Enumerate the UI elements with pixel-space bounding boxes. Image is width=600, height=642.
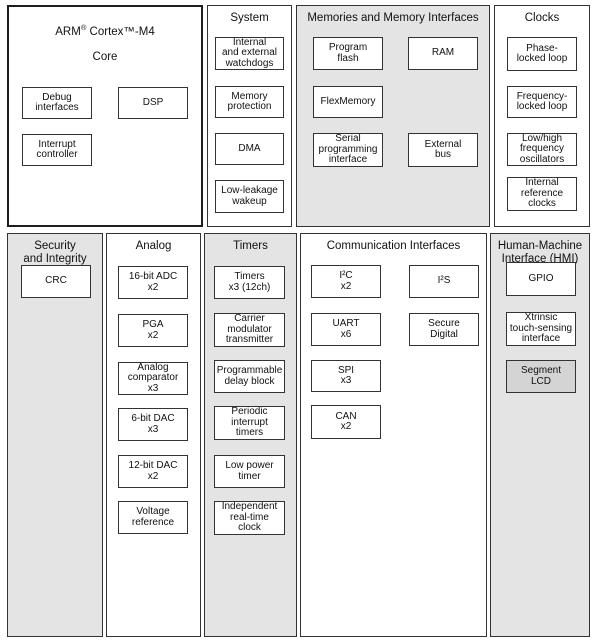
block-flexmemory: FlexMemory: [313, 86, 383, 118]
block-12bit-dac: 12-bit DAC x2: [118, 455, 188, 488]
panel-title-communication: Communication Interfaces: [326, 240, 461, 252]
panel-title-timers: Timers: [233, 240, 268, 252]
panel-clocks: Clocks Phase- locked loop Frequency- loc…: [494, 5, 590, 227]
arm-title-core-line: Core: [92, 50, 118, 63]
block-periodic-interrupt-timers: Periodic interrupt timers: [214, 406, 285, 440]
block-watchdogs: Internal and external watchdogs: [215, 37, 284, 70]
arm-title-prefix: ARM: [55, 25, 81, 38]
block-16bit-adc: 16-bit ADC x2: [118, 266, 188, 299]
panel-security: Security and Integrity CRC: [7, 233, 103, 637]
block-phase-locked-loop: Phase- locked loop: [507, 37, 577, 71]
block-low-leakage-wakeup: Low-leakage wakeup: [215, 180, 284, 213]
block-dma: DMA: [215, 133, 284, 165]
block-pga: PGA x2: [118, 314, 188, 347]
panel-hmi: Human-Machine Interface (HMI) GPIO Xtrin…: [490, 233, 590, 637]
panel-title-security: Security and Integrity: [23, 240, 87, 265]
block-low-power-timer: Low power timer: [214, 455, 285, 488]
block-i2c: I²C x2: [311, 265, 381, 298]
block-debug-interfaces: Debug interfaces: [22, 87, 92, 119]
panel-arm-core: ARM® Cortex™-M4 Core Debug interfaces DS…: [7, 5, 203, 227]
block-timers: Timers x3 (12ch): [214, 266, 285, 299]
panel-title-clocks: Clocks: [524, 12, 560, 24]
panel-title-hmi: Human-Machine Interface (HMI): [497, 240, 583, 265]
panel-title-memories: Memories and Memory Interfaces: [307, 12, 479, 24]
block-crc: CRC: [21, 265, 91, 298]
block-frequency-locked-loop: Frequency- locked loop: [507, 86, 577, 118]
panel-system: System Internal and external watchdogs M…: [207, 5, 292, 227]
block-analog-comparator: Analog comparator x3: [118, 362, 188, 395]
block-interrupt-controller: Interrupt controller: [22, 134, 92, 166]
block-voltage-reference: Voltage reference: [118, 501, 188, 534]
block-6bit-dac: 6-bit DAC x3: [118, 408, 188, 441]
block-can: CAN x2: [311, 405, 381, 439]
block-spi: SPI x3: [311, 360, 381, 392]
panel-memories: Memories and Memory Interfaces Program f…: [296, 5, 490, 227]
registered-trademark-symbol: ®: [80, 22, 87, 32]
block-carrier-modulator-transmitter: Carrier modulator transmitter: [214, 313, 285, 347]
block-xtrinsic-touch-sensing: Xtrinsic touch-sensing interface: [506, 312, 576, 346]
block-i2s: I²S: [409, 265, 479, 298]
panel-analog: Analog 16-bit ADC x2 PGA x2 Analog compa…: [106, 233, 201, 637]
block-ram: RAM: [408, 37, 478, 70]
block-low-high-frequency-oscillators: Low/high frequency oscillators: [507, 133, 577, 166]
block-memory-protection: Memory protection: [215, 86, 284, 118]
arm-title-suffix: Cortex™-M4: [86, 25, 155, 38]
panel-communication: Communication Interfaces I²C x2 UART x6 …: [300, 233, 487, 637]
block-independent-rtc: Independent real-time clock: [214, 501, 285, 535]
panel-title-arm-core: ARM® Cortex™-M4 Core: [9, 7, 201, 76]
block-gpio: GPIO: [506, 262, 576, 296]
panel-title-system: System: [230, 12, 269, 24]
block-program-flash: Program flash: [313, 37, 383, 70]
panel-title-analog: Analog: [135, 240, 172, 252]
block-serial-programming-interface: Serial programming interface: [313, 133, 383, 167]
block-secure-digital: Secure Digital: [409, 313, 479, 346]
block-programmable-delay-block: Programmable delay block: [214, 360, 285, 393]
block-external-bus: External bus: [408, 133, 478, 167]
block-internal-reference-clocks: Internal reference clocks: [507, 177, 577, 211]
panel-timers: Timers Timers x3 (12ch) Carrier modulato…: [204, 233, 297, 637]
block-segment-lcd: Segment LCD: [506, 360, 576, 393]
block-uart: UART x6: [311, 313, 381, 346]
block-dsp: DSP: [118, 87, 188, 119]
